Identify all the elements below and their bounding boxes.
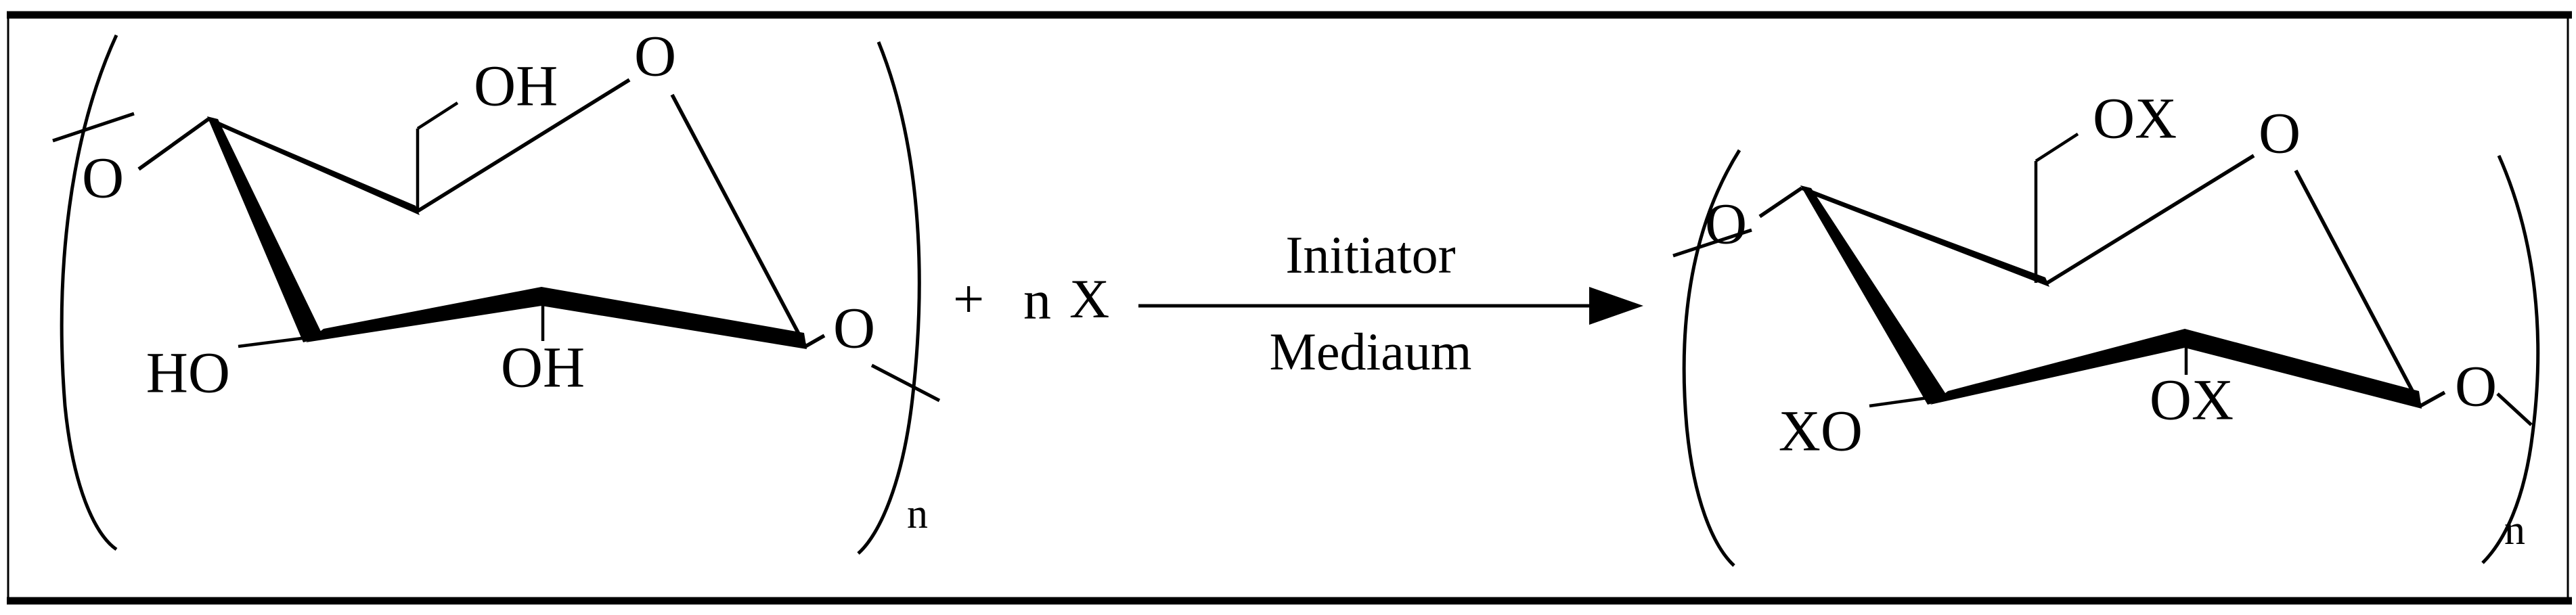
reactant-secondary-hydroxyl-left: HO — [146, 340, 230, 405]
product-left-bracket — [1672, 149, 1752, 567]
plus-sign: + — [953, 268, 984, 329]
reactant-secondary-hydroxyl-center: OH — [501, 335, 585, 400]
reactant-ring-wedge-bonds — [207, 116, 807, 349]
reagent-term: + n X — [953, 268, 1109, 331]
product-ring-thin-bonds — [1758, 133, 2446, 408]
product-ring-wedge-bonds — [1800, 185, 2422, 409]
reactant-terminal-oxygen: O — [833, 296, 875, 361]
reactant-left-bracket — [52, 34, 135, 551]
product-ring-oxygen: O — [2259, 101, 2301, 166]
condition-below-arrow: Mediaum — [1270, 322, 1472, 381]
product-terminal-oxygen: O — [2455, 354, 2497, 419]
product-glycosidic-oxygen: O — [1705, 191, 1747, 256]
reactant-structure: O O O OH HO OH n — [52, 24, 941, 555]
reactant-right-bracket — [857, 41, 941, 555]
figure-border — [7, 11, 2572, 605]
reagent-stoichiometry: n — [1023, 269, 1051, 331]
reactant-glycosidic-oxygen: O — [82, 145, 124, 210]
product-structure: O O O OX XO OX n — [1672, 86, 2540, 567]
reactant-primary-hydroxyl: OH — [474, 53, 558, 118]
arrow-head-icon — [1589, 287, 1643, 325]
condition-above-arrow: Initiator — [1285, 225, 1455, 284]
reactant-repeat-subscript: n — [907, 491, 928, 537]
product-secondary-substituent-left: XO — [1779, 398, 1863, 463]
product-repeat-subscript: n — [2504, 507, 2525, 553]
reagent-species: X — [1069, 268, 1109, 329]
product-right-bracket — [2481, 154, 2540, 564]
reactant-ring-oxygen: O — [634, 24, 676, 89]
product-primary-substituent: OX — [2093, 86, 2177, 151]
reaction-arrow-group: Initiator Mediaum — [1138, 225, 1643, 381]
product-secondary-substituent-center: OX — [2150, 367, 2234, 432]
